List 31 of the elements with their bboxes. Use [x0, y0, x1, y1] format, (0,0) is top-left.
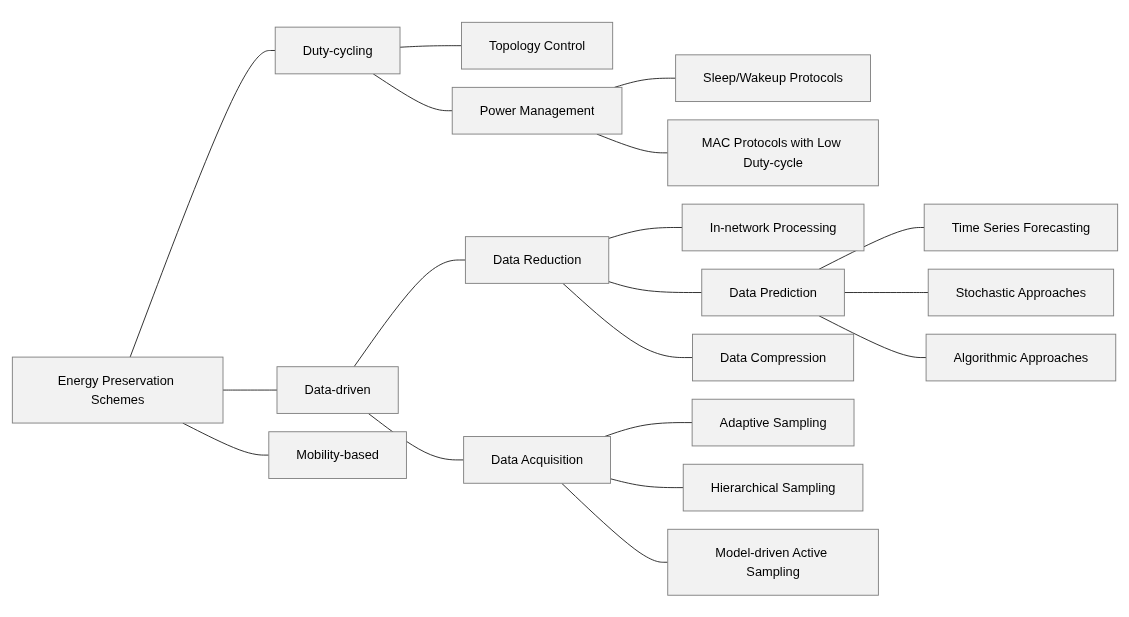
node-box: Sleep/Wakeup Protocols: [674, 54, 871, 102]
node-box: Model-driven Active Sampling: [666, 528, 879, 596]
node-box: Data Prediction: [700, 268, 845, 317]
node-box: In-network Processing: [681, 203, 864, 252]
node-box: MAC Protocols with Low Duty-cycle: [666, 119, 879, 186]
connector: [607, 280, 702, 293]
node-box: Data Acquisition: [462, 435, 611, 484]
connector: [561, 282, 693, 358]
node-box: Mobility-based: [267, 431, 407, 479]
connector: [607, 226, 683, 239]
node-box: Energy Preservation Schemes: [11, 356, 223, 424]
connector: [843, 291, 929, 293]
connector: [181, 422, 269, 456]
node-box: Hierarchical Sampling: [682, 463, 863, 512]
connector: [353, 259, 466, 367]
node-box: Adaptive Sampling: [691, 398, 854, 447]
node-box: Data-driven: [276, 365, 399, 414]
node-box: Data Reduction: [464, 235, 609, 284]
connector: [399, 44, 462, 48]
node-box: Duty-cycling: [274, 26, 400, 75]
connector: [372, 73, 453, 111]
connector: [609, 478, 684, 488]
node-box: Algorithmic Approaches: [925, 333, 1116, 382]
connector: [129, 49, 276, 358]
node-box: Time Series Forecasting: [923, 203, 1118, 252]
node-box: Power Management: [451, 86, 622, 135]
connector: [560, 482, 668, 563]
node-box: Stochastic Approaches: [927, 268, 1114, 317]
connector: [818, 315, 927, 358]
node-box: Data Compression: [691, 333, 854, 382]
node-box: Topology Control: [460, 21, 613, 70]
